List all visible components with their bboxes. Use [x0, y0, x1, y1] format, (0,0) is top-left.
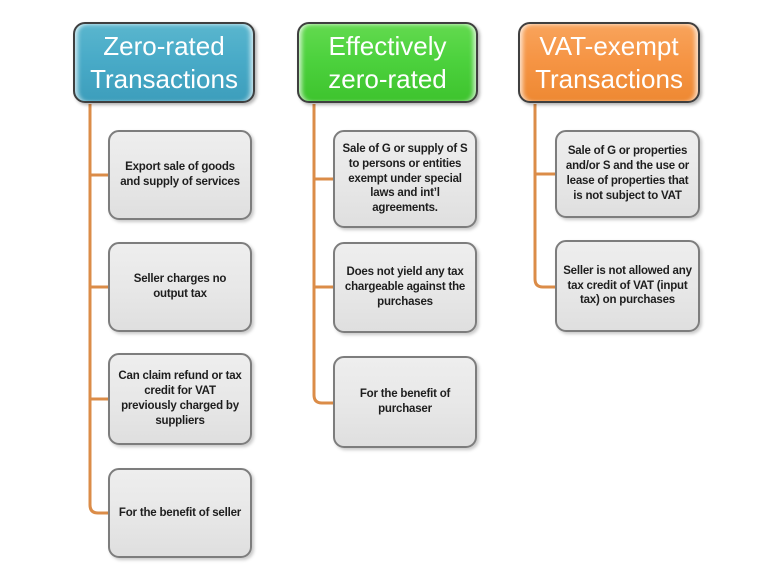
node-no-input-tax-credit: Seller is not allowed any tax credit of …	[555, 240, 700, 332]
header-label: Zero-rated Transactions	[90, 31, 238, 94]
header-effectively-zero-rated: Effectively zero-rated	[297, 22, 478, 103]
node-label: Sale of G or supply of S to persons or e…	[342, 142, 468, 215]
header-label: VAT-exempt Transactions	[535, 31, 683, 94]
node-label: Does not yield any tax chargeable agains…	[344, 266, 466, 308]
header-zero-rated-transactions: Zero-rated Transactions	[73, 22, 255, 103]
node-label: Export sale of goods and supply of servi…	[120, 161, 240, 188]
connector-col3-trunk	[533, 104, 559, 289]
connector-col1-trunk	[88, 104, 112, 515]
header-label: Effectively zero-rated	[328, 31, 447, 94]
node-label: Can claim refund or tax credit for VAT p…	[118, 370, 242, 427]
node-sale-exempt-entities: Sale of G or supply of S to persons or e…	[333, 130, 477, 228]
node-label: For the benefit of purchaser	[359, 388, 451, 415]
node-sale-not-subject-vat: Sale of G or properties and/or S and the…	[555, 130, 700, 218]
node-claim-refund: Can claim refund or tax credit for VAT p…	[108, 353, 252, 445]
node-benefit-of-purchaser: For the benefit of purchaser	[333, 356, 477, 448]
node-label: Seller charges no output tax	[133, 273, 227, 300]
node-no-output-tax: Seller charges no output tax	[108, 242, 252, 332]
node-no-tax-chargeable: Does not yield any tax chargeable agains…	[333, 242, 477, 333]
connector-col2-trunk	[312, 104, 337, 405]
node-label: For the benefit of seller	[118, 506, 242, 519]
node-label: Sale of G or properties and/or S and the…	[565, 145, 690, 202]
node-benefit-of-seller: For the benefit of seller	[108, 468, 252, 558]
node-export-sale: Export sale of goods and supply of servi…	[108, 130, 252, 220]
node-label: Seller is not allowed any tax credit of …	[563, 264, 692, 307]
header-vat-exempt-transactions: VAT-exempt Transactions	[518, 22, 700, 103]
